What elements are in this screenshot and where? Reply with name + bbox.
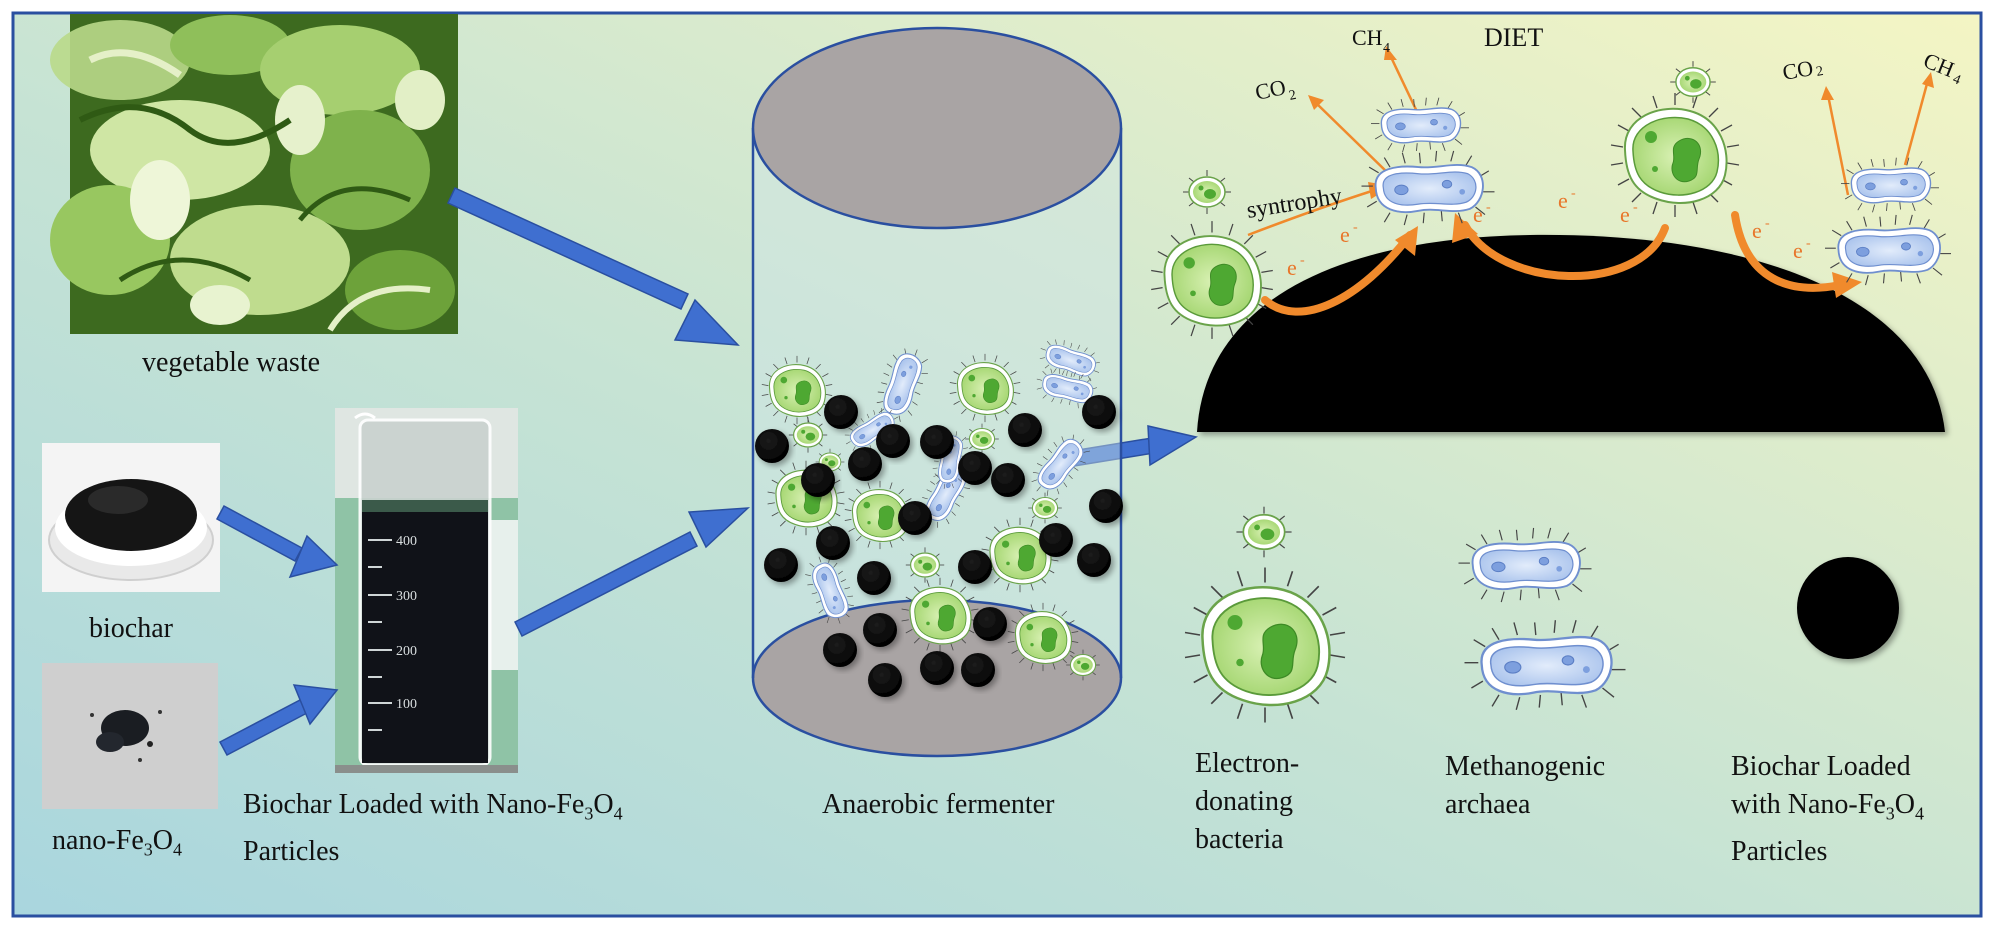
electron-label-3: e-: [1473, 200, 1491, 227]
svg-text:-: -: [1633, 200, 1638, 215]
svg-text:-: -: [1571, 186, 1576, 201]
diet-label: DIET: [1484, 23, 1543, 52]
syntrophy-arrow: [1247, 188, 1376, 237]
arrow-biochar-to-beaker: [215, 504, 304, 563]
electron-label-1: e-: [1287, 253, 1305, 280]
vegetable-waste-photo: [50, 14, 458, 334]
arrow-fermenter-head: [1147, 425, 1198, 467]
svg-text:e: e: [1558, 188, 1568, 213]
biochar-photo: [42, 443, 220, 592]
biochar-label: biochar: [89, 613, 173, 644]
svg-text:e: e: [1340, 222, 1350, 247]
anaerobic-fermenter-label: Anaerobic fermenter: [822, 789, 1055, 820]
co2-label-left: CO 2: [1253, 74, 1298, 105]
legend-particle-icon: [1797, 557, 1899, 659]
electron-arc-3: [1731, 211, 1844, 292]
arrow-beaker-to-fermenter: [513, 530, 699, 638]
electron-label-7: e-: [1793, 236, 1811, 263]
svg-text:-: -: [1353, 220, 1358, 235]
legend-particle-label: Biochar Loaded with Nano-Fe3O4 Particles: [1731, 751, 1924, 867]
svg-text:-: -: [1300, 253, 1305, 268]
nano-fe3o4-photo: [42, 663, 218, 809]
beaker-tick-300: 300: [396, 589, 417, 604]
loaded-particles-label: Biochar Loaded with Nano-Fe3O4 Particles: [243, 789, 623, 867]
svg-text:e: e: [1793, 238, 1803, 263]
ch4-label-left: CH 4: [1352, 25, 1390, 56]
electron-label-2: e-: [1340, 220, 1358, 247]
svg-text:-: -: [1486, 200, 1491, 215]
arrow-waste-to-fermenter: [447, 187, 689, 310]
svg-text:e: e: [1620, 202, 1630, 227]
svg-text:2: 2: [1815, 64, 1824, 80]
beaker-tick-400: 400: [396, 534, 417, 549]
nano-fe3o4-label: nano-Fe3O4: [52, 825, 182, 860]
arrow-biochar-head: [288, 534, 339, 579]
gas-arrows: [1314, 54, 1930, 196]
input-arrows: [215, 187, 1198, 757]
electron-label-6: e-: [1752, 216, 1770, 243]
electron-flow: [1261, 211, 1844, 316]
arrow-nano-head: [292, 684, 339, 726]
svg-text:CO: CO: [1781, 55, 1815, 85]
svg-text:e: e: [1287, 255, 1297, 280]
legend-icons: [1183, 505, 1899, 724]
svg-text:4: 4: [1383, 41, 1390, 56]
electron-heads: [1395, 213, 1862, 298]
electron-label-5: e-: [1620, 200, 1638, 227]
svg-text:-: -: [1765, 216, 1770, 231]
svg-text:-: -: [1806, 236, 1811, 251]
electron-arc-1: [1261, 231, 1414, 316]
svg-text:e: e: [1473, 202, 1483, 227]
beaker-tick-100: 100: [396, 697, 417, 712]
beaker-tick-200: 200: [396, 644, 417, 659]
arrow-beaker-head: [687, 507, 751, 549]
electron-arc-2: [1461, 221, 1669, 281]
co2-label-right: CO 2: [1781, 55, 1825, 85]
vegetable-waste-label: vegetable waste: [142, 347, 321, 378]
biochar-surface: [1197, 234, 1945, 432]
svg-text:2: 2: [1288, 88, 1298, 104]
legend-bacteria-label: Electron- donating bacteria: [1195, 748, 1300, 855]
electron-label-4: e-: [1558, 186, 1576, 213]
arrow-waste-head: [673, 298, 740, 346]
svg-text:e: e: [1752, 218, 1762, 243]
beaker-photo: 400 300 200 100: [335, 408, 518, 773]
svg-text:CH: CH: [1352, 25, 1383, 50]
legend-archaea-label: Methanogenic archaea: [1445, 751, 1606, 820]
svg-text:CO: CO: [1253, 74, 1288, 105]
